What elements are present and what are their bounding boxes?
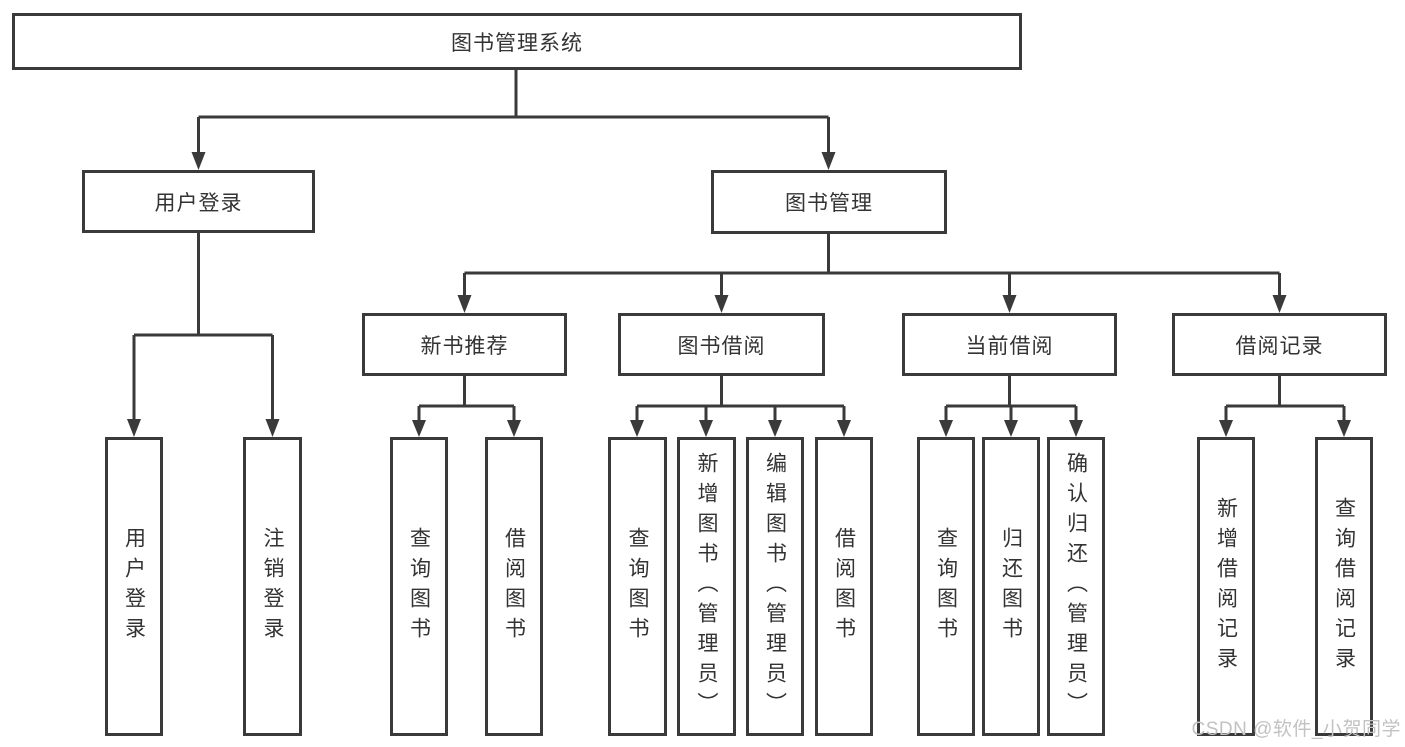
node-label: 图书借阅 bbox=[677, 334, 766, 358]
node-label: 注销登录 bbox=[261, 526, 284, 647]
node-label: 新书推荐 bbox=[420, 334, 509, 358]
node-root-system: 图书管理系统 bbox=[12, 13, 1022, 70]
leaf-add-book-admin: 新增图书（管理员） bbox=[677, 437, 736, 736]
node-label: 查询图书 bbox=[626, 526, 649, 647]
node-label: 用户登录 bbox=[122, 526, 146, 647]
leaf-query-borrow-record: 查询借阅记录 bbox=[1315, 437, 1373, 736]
leaf-add-borrow-record: 新增借阅记录 bbox=[1197, 437, 1255, 736]
node-label: 归还图书 bbox=[999, 526, 1023, 647]
leaf-borrow-books-1: 借阅图书 bbox=[485, 437, 543, 736]
node-label: 当前借阅 bbox=[965, 334, 1054, 358]
node-label: 用户登录 bbox=[154, 191, 243, 215]
leaf-query-books-3: 查询图书 bbox=[917, 437, 975, 736]
leaf-query-books-1: 查询图书 bbox=[390, 437, 448, 736]
node-label: 编辑图书（管理员） bbox=[763, 451, 787, 722]
node-label: 新增图书（管理员） bbox=[695, 451, 718, 722]
node-label: 新增借阅记录 bbox=[1214, 496, 1238, 677]
leaf-query-books-2: 查询图书 bbox=[608, 437, 667, 736]
leaf-confirm-return-admin: 确认归还（管理员） bbox=[1047, 437, 1105, 736]
node-label: 借阅图书 bbox=[832, 526, 856, 647]
node-label: 查询图书 bbox=[934, 526, 958, 647]
leaf-return-book: 归还图书 bbox=[982, 437, 1040, 736]
leaf-borrow-books-2: 借阅图书 bbox=[815, 437, 873, 736]
node-label: 确认归还（管理员） bbox=[1064, 451, 1088, 722]
leaf-edit-book-admin: 编辑图书（管理员） bbox=[746, 437, 804, 736]
node-book-borrowing: 图书借阅 bbox=[618, 313, 825, 376]
node-current-borrowing: 当前借阅 bbox=[902, 313, 1117, 376]
node-label: 查询借阅记录 bbox=[1332, 496, 1356, 677]
node-user-login: 用户登录 bbox=[82, 170, 315, 233]
csdn-watermark: CSDN @软件_小贺同学 bbox=[1191, 719, 1401, 740]
leaf-logout: 注销登录 bbox=[243, 437, 302, 736]
node-borrowing-records: 借阅记录 bbox=[1172, 313, 1387, 376]
node-label: 借阅图书 bbox=[502, 526, 526, 647]
leaf-user-login: 用户登录 bbox=[105, 437, 163, 736]
node-book-management: 图书管理 bbox=[711, 170, 947, 234]
node-label: 图书管理 bbox=[785, 192, 873, 215]
node-label: 图书管理系统 bbox=[451, 31, 583, 55]
node-label: 查询图书 bbox=[407, 526, 431, 647]
node-label: 借阅记录 bbox=[1235, 334, 1324, 358]
node-new-book-recommend: 新书推荐 bbox=[362, 313, 567, 376]
